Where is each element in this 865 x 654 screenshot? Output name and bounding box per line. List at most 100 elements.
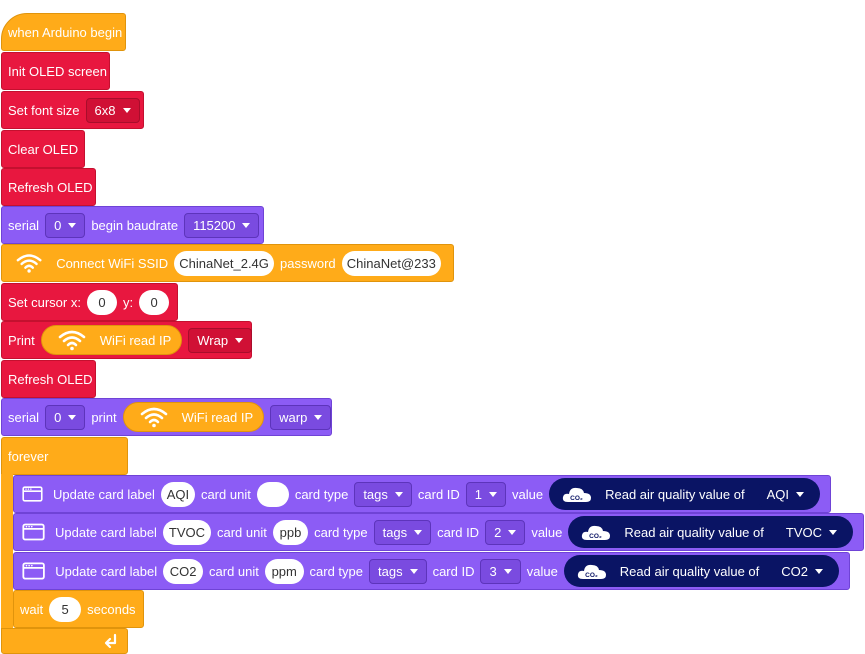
card-id-dropdown[interactable]: 2 [485, 519, 526, 545]
when-arduino-begin-block[interactable]: when Arduino begin [1, 13, 126, 51]
card-unit-input[interactable] [256, 481, 289, 507]
loop-arrow-icon [104, 633, 117, 649]
font-size-dropdown[interactable]: 6x8 [85, 97, 140, 123]
refresh-oled-label: Refresh OLED [8, 371, 93, 387]
chevron-down-icon [409, 568, 418, 574]
serial-port-dropdown[interactable]: 0 [45, 212, 86, 238]
browser-window-icon [22, 562, 45, 580]
set-cursor-block[interactable]: Set cursor x: 0 y: 0 [1, 283, 178, 321]
refresh-oled-block[interactable]: Refresh OLED [1, 168, 96, 206]
set-font-size-block[interactable]: Set font size 6x8 [1, 91, 144, 129]
value-label: value [526, 563, 558, 579]
card-id-label: card ID [417, 486, 460, 502]
card-unit-label: card unit [216, 524, 267, 540]
chevron-down-icon [508, 529, 517, 535]
forever-block-footer [1, 628, 128, 654]
serial-label: serial [8, 409, 40, 425]
air-quality-metric-dropdown[interactable]: TVOC [777, 519, 845, 545]
set-cursor-label: Set cursor x: [8, 294, 81, 310]
serial-begin-block[interactable]: serial 0 begin baudrate 115200 [1, 206, 264, 244]
read-air-quality-label: Read air quality value of [624, 524, 764, 540]
chevron-down-icon [489, 491, 498, 497]
wait-label: wait [20, 601, 44, 617]
card-name-input[interactable]: AQI [160, 481, 195, 507]
cursor-y-input[interactable]: 0 [139, 289, 170, 315]
co2-cloud-icon: CO₂ [562, 487, 592, 502]
value-label: value [531, 524, 563, 540]
card-id-dropdown[interactable]: 1 [465, 481, 507, 507]
co2-cloud-icon: CO₂ [577, 564, 606, 579]
serial-port-dropdown[interactable]: 0 [45, 404, 86, 430]
card-type-dropdown[interactable]: tags [369, 558, 427, 584]
air-quality-metric-dropdown[interactable]: CO2 [773, 558, 832, 584]
chevron-down-icon [829, 529, 837, 535]
chevron-down-icon [122, 107, 131, 113]
card-type-dropdown[interactable]: tags [373, 519, 432, 545]
co2-cloud-icon: CO₂ [582, 525, 611, 540]
seconds-label: seconds [87, 601, 136, 617]
wait-block[interactable]: wait 5 seconds [13, 590, 144, 628]
refresh-oled-label: Refresh OLED [8, 179, 93, 195]
chevron-down-icon [242, 222, 251, 228]
card-id-dropdown[interactable]: 3 [480, 558, 521, 584]
browser-window-icon [22, 486, 43, 502]
ssid-input[interactable]: ChinaNet_2.4G [174, 250, 275, 276]
update-card-block[interactable]: Update card label AQI card unit card typ… [13, 475, 831, 513]
wifi-icon [16, 254, 42, 273]
read-air-quality-reporter[interactable]: CO₂ Read air quality value of TVOC [568, 516, 853, 548]
update-card-label: Update card label [55, 524, 157, 540]
browser-window-icon [22, 523, 45, 541]
forever-block[interactable]: forever [1, 437, 128, 475]
card-unit-input[interactable]: ppm [264, 558, 304, 584]
wifi-read-ip-reporter[interactable]: WiFi read IP [122, 402, 265, 432]
co2-cloud-text: CO₂ [590, 533, 603, 540]
wifi-read-ip-label: WiFi read IP [99, 332, 172, 348]
cursor-x-input[interactable]: 0 [86, 289, 117, 315]
card-name-input[interactable]: CO2 [163, 558, 204, 584]
wifi-icon [58, 330, 86, 351]
forever-block-arm [1, 474, 13, 630]
password-label: password [280, 255, 336, 271]
serial-print-label: print [91, 409, 117, 425]
read-air-quality-label: Read air quality value of [605, 486, 745, 502]
init-oled-block[interactable]: Init OLED screen [1, 52, 110, 90]
card-id-label: card ID [437, 524, 480, 540]
chevron-down-icon [414, 529, 423, 535]
cursor-y-label: y: [122, 294, 134, 310]
init-oled-label: Init OLED screen [8, 63, 107, 79]
card-unit-label: card unit [200, 486, 251, 502]
update-card-label: Update card label [52, 486, 155, 502]
print-mode-dropdown[interactable]: Wrap [188, 327, 253, 353]
wait-seconds-input[interactable]: 5 [49, 596, 82, 622]
read-air-quality-reporter[interactable]: CO₂ Read air quality value of CO2 [563, 555, 840, 587]
update-card-block[interactable]: Update card label TVOC card unit ppb car… [13, 513, 864, 551]
card-name-input[interactable]: TVOC [162, 519, 211, 545]
clear-oled-block[interactable]: Clear OLED [1, 130, 85, 168]
wifi-read-ip-label: WiFi read IP [181, 409, 254, 425]
begin-baudrate-label: begin baudrate [91, 217, 179, 233]
chevron-down-icon [796, 491, 804, 497]
card-type-label: card type [294, 486, 349, 502]
value-label: value [512, 486, 544, 502]
serial-print-block[interactable]: serial 0 print WiFi read IP warp [1, 398, 332, 436]
card-type-dropdown[interactable]: tags [354, 481, 412, 507]
clear-oled-label: Clear OLED [8, 141, 79, 157]
read-air-quality-reporter[interactable]: CO₂ Read air quality value of AQI [549, 478, 820, 510]
chevron-down-icon [394, 491, 403, 497]
connect-wifi-block[interactable]: Connect WiFi SSID ChinaNet_2.4G password… [1, 244, 454, 282]
password-input[interactable]: ChinaNet@233 [341, 250, 441, 276]
print-block[interactable]: Print WiFi read IP Wrap [1, 321, 253, 359]
update-card-block[interactable]: Update card label CO2 card unit ppm card… [13, 552, 850, 590]
chevron-down-icon [815, 568, 824, 574]
baudrate-dropdown[interactable]: 115200 [184, 212, 260, 238]
read-air-quality-label: Read air quality value of [619, 563, 760, 579]
serial-print-mode-dropdown[interactable]: warp [270, 404, 332, 430]
card-type-label: card type [309, 563, 363, 579]
card-unit-input[interactable]: ppb [272, 519, 309, 545]
refresh-oled-block[interactable]: Refresh OLED [1, 360, 96, 398]
wifi-icon [140, 407, 167, 428]
chevron-down-icon [235, 337, 244, 343]
air-quality-metric-dropdown[interactable]: AQI [758, 481, 812, 507]
wifi-read-ip-reporter[interactable]: WiFi read IP [40, 325, 183, 355]
set-font-label: Set font size [8, 102, 80, 118]
